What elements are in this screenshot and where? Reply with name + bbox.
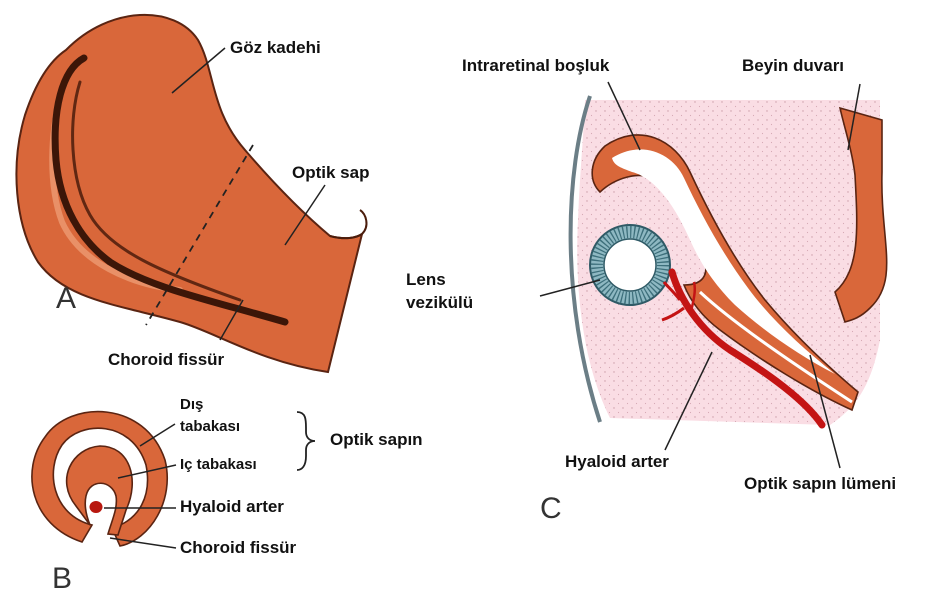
panel-a-figure <box>16 15 366 372</box>
curly-brace <box>297 412 315 470</box>
label-optik-lumen: Optik sapın lümeni <box>744 474 896 494</box>
label-lens: Lens <box>406 270 446 290</box>
label-hyaloid-arter-c: Hyaloid arter <box>565 452 669 472</box>
lens-vesicle-lumen <box>604 239 656 291</box>
label-ic-tabakasi: Iç tabakası <box>180 456 257 473</box>
panel-a-letter: A <box>56 284 76 314</box>
label-optik-sap: Optik sap <box>292 163 369 183</box>
label-vezikulu: vezikülü <box>406 293 473 313</box>
label-hyaloid-arter-b: Hyaloid arter <box>180 497 284 517</box>
label-optik-sapin: Optik sapın <box>330 430 423 450</box>
panel-b-figure <box>32 412 315 548</box>
label-tabakasi: tabakası <box>180 418 240 435</box>
panel-b-letter: B <box>52 564 72 594</box>
label-beyin-duvari: Beyin duvarı <box>742 56 844 76</box>
panel-c-letter: C <box>540 494 562 524</box>
label-intraretinal: Intraretinal boşluk <box>462 56 609 76</box>
panel-c-figure <box>540 82 887 468</box>
label-choroid-fissur-a: Choroid fissür <box>108 350 224 370</box>
hyaloid-artery-section <box>90 501 103 513</box>
label-dis: Dış <box>180 396 203 413</box>
label-goz-kadehi: Göz kadehi <box>230 38 321 58</box>
optic-stalk-end <box>330 210 366 238</box>
label-choroid-fissur-b: Choroid fissür <box>180 538 296 558</box>
